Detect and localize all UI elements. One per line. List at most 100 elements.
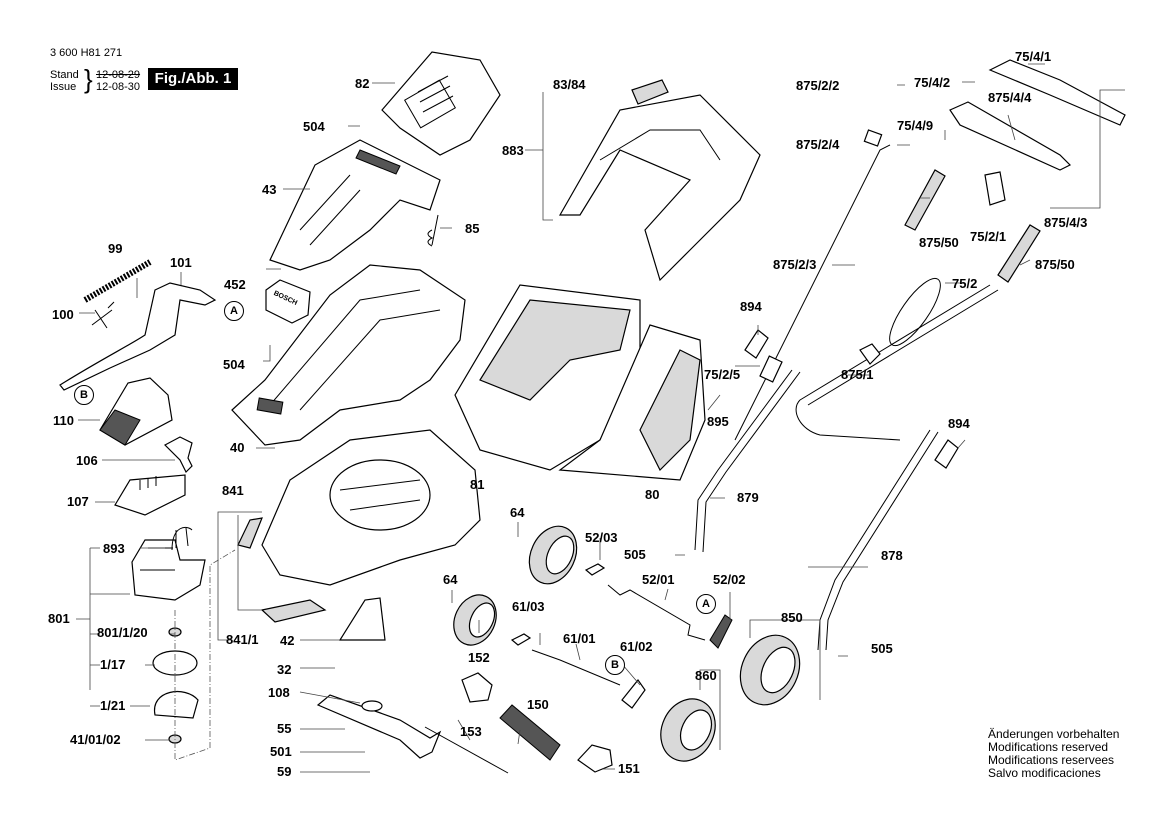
part-label-110: 110 [53,413,74,428]
note-line-de: Änderungen vorbehalten [988,727,1120,741]
part-label-75-4-1: 75/4/1 [1015,49,1052,64]
part-label-153: 153 [460,724,482,739]
part-82-lid-drawing [381,51,501,156]
brace-symbol: } [84,64,93,94]
part-52-01-axle-drawing [607,584,706,641]
part-label-75-4-2: 75/4/2 [914,75,951,90]
part-75-2-cable-drawing [859,277,941,365]
part-label-875-50-lower: 875/50 [1035,257,1075,272]
part-label-82: 82 [355,76,370,91]
part-label-108: 108 [268,685,290,700]
part-label-883: 883 [502,143,524,158]
part-61-02-lever-drawing [621,678,646,709]
part-label-1-17: 1/17 [100,657,126,672]
part-label-61-03: 61/03 [512,599,545,614]
stand-label: Stand [50,69,79,81]
note-line-en: Modifications reserved [988,740,1109,754]
part-label-801: 801 [48,611,70,626]
part-label-504-top: 504 [303,119,325,134]
part-label-505-upper: 505 [624,547,646,562]
part-label-150: 150 [527,697,549,712]
part-106-switch-drawing [164,436,193,474]
part-label-875-1: 875/1 [841,367,874,382]
part-108-washer-drawing [361,700,383,712]
part-label-99: 99 [108,241,123,256]
part-879-lower-handle-drawing [694,369,801,553]
part-label-42: 42 [280,633,295,648]
issue-date: 12-08-30 [96,81,141,93]
figure-label: Fig./Abb. 1 [148,68,238,90]
part-label-879: 879 [737,490,759,505]
part-52-02-lever-drawing [709,614,733,649]
part-label-100: 100 [52,307,74,322]
part-75-2-5-clamp-drawing [759,355,783,383]
part-label-875-2-2: 875/2/2 [796,78,840,93]
part-label-55: 55 [277,721,292,736]
part-label-894-upper: 894 [740,299,762,314]
part-452-badge-drawing: BOSCH [265,279,311,324]
part-label-75-2: 75/2 [952,276,978,291]
part-40-chassis-drawing [231,264,466,446]
part-55-blade-drawing [316,694,442,759]
part-label-106: 106 [76,453,98,468]
part-878-lower-handle-drawing [817,429,939,651]
part-label-75-2-5: 75/2/5 [704,367,741,382]
part-label-801-1-20: 801/1/20 [97,625,148,640]
part-883-grassbox-top-drawing [558,79,761,282]
part-label-875-4-4: 875/4/4 [988,90,1032,105]
part-label-61-02: 61/02 [620,639,653,654]
part-151-roller-end-drawing [577,744,613,773]
issue-label: Issue [50,81,77,93]
part-43-housing-drawing [269,139,441,271]
part-894-knob-upper-drawing [744,329,769,359]
part-label-75-2-1: 75/2/1 [970,229,1007,244]
part-61-01-axle-drawing [531,649,621,686]
part-150-roller-drawing [499,704,561,761]
part-label-59: 59 [277,764,292,779]
part-label-875-4-3: 875/4/3 [1044,215,1088,230]
part-153-axle-drawing [424,726,509,774]
part-label-83-84: 83/84 [553,77,586,92]
part-label-101: 101 [170,255,192,270]
part-label-52-03: 52/03 [585,530,618,545]
part-1-21-belt-drawing [154,691,199,719]
part-label-32: 32 [277,662,292,677]
part-61-03-bushing-drawing [510,633,532,646]
part-850-wheel-drawing [739,634,801,706]
part-label-894-lower: 894 [948,416,970,431]
part-52-03-bushing-drawing [584,563,606,576]
part-label-85: 85 [465,221,480,236]
part-label-152: 152 [468,650,490,665]
part-label-80: 80 [645,487,660,502]
part-label-875-2-4: 875/2/4 [796,137,840,152]
part-80-bag-drawing [558,324,706,481]
reference-callout-a-upper: A [224,301,244,321]
part-85-spring-drawing [427,214,439,247]
part-label-875-2-3: 875/2/3 [773,257,817,272]
part-841-comb-drawing [237,517,263,549]
part-label-850: 850 [781,610,803,625]
part-875-2-3-cable-drawing [734,144,891,441]
part-152-roller-end-drawing [461,672,493,703]
part-label-41-01-02: 41/01/02 [70,732,121,747]
part-label-107: 107 [67,494,89,509]
part-110-cover-drawing [99,377,173,446]
part-wheel-front-lower-drawing [453,594,497,646]
part-label-64-upper: 64 [510,505,525,520]
part-label-505-lower: 505 [871,641,893,656]
part-label-40: 40 [230,440,245,455]
part-75-2-1-plug-drawing [984,171,1006,206]
part-101-lever-drawing [59,282,217,391]
part-label-878: 878 [881,548,903,563]
part-label-64-lower: 64 [443,572,458,587]
part-label-841: 841 [222,483,244,498]
part-label-504-mid: 504 [223,357,245,372]
part-841-deck-drawing [261,429,481,586]
part-875-50-grip-lower-drawing [997,224,1041,283]
part-81-bag-frame-drawing [454,284,641,471]
part-label-43: 43 [262,182,277,197]
reference-callout-b-upper: B [74,385,94,405]
part-label-1-21: 1/21 [100,698,126,713]
part-label-151: 151 [618,761,640,776]
